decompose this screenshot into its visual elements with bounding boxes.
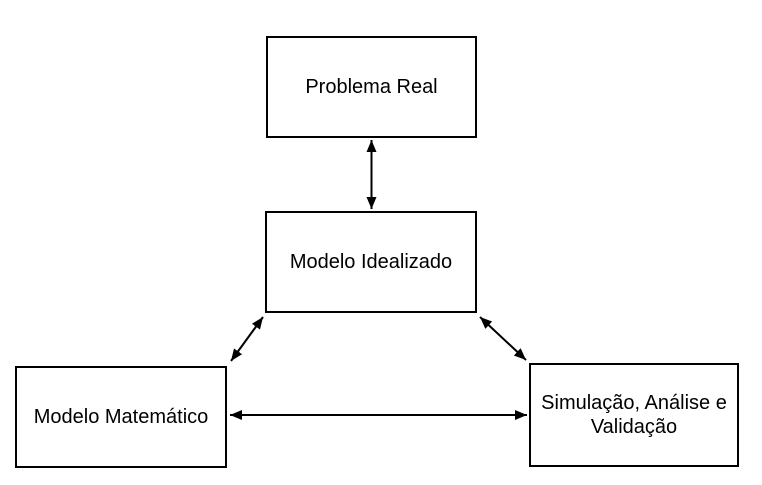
node-simulacao-analise-validacao: Simulação, Análise e Validação: [529, 363, 739, 467]
node-modelo-idealizado: Modelo Idealizado: [265, 211, 477, 313]
node-modelo-matematico: Modelo Matemático: [15, 366, 227, 468]
node-modelo-matematico-label: Modelo Matemático: [33, 406, 209, 428]
connector-modelo-idealizado-simulacao: [479, 316, 527, 361]
node-modelo-idealizado-label: Modelo Idealizado: [289, 251, 453, 273]
node-simulacao-analise-validacao-label: Simulação, Análise e Validação: [541, 392, 727, 438]
connector-modelo-idealizado-modelo-matematico: [230, 316, 264, 362]
node-problema-real: Problema Real: [266, 36, 477, 138]
node-problema-real-label: Problema Real: [305, 76, 438, 98]
